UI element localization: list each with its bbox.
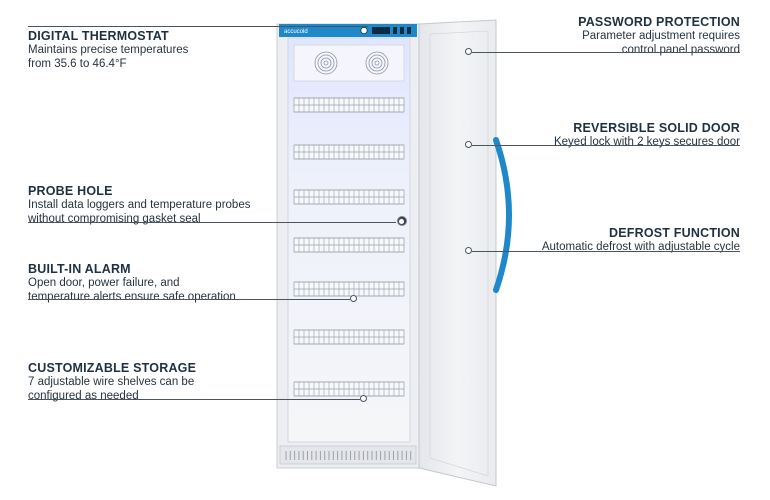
leader-line [472,251,740,252]
wire-shelf [293,281,405,297]
callout-desc-line: from 35.6 to 46.4°F [28,58,127,70]
callout-title: DEFROST FUNCTION [609,226,740,240]
leader-dot [398,218,405,225]
callout-title: DIGITAL THERMOSTAT [28,29,169,43]
callout-desc-line: configured as needed [28,390,139,402]
callout-desc-line: control panel password [621,44,740,56]
callout-title: REVERSIBLE SOLID DOOR [573,121,740,135]
callout-title: CUSTOMIZABLE STORAGE [28,361,197,375]
open-door [418,19,497,487]
callout-desc-line: Open door, power failure, and [28,277,180,289]
wire-shelf [293,237,405,253]
leader-dot [465,48,472,55]
callout-desc-line: Parameter adjustment requires [582,30,740,42]
callout-desc-line: Keyed lock with 2 keys secures door [553,136,740,148]
callout-defrost-function: DEFROST FUNCTION Automatic defrost with … [542,226,740,254]
callout-desc-line: temperature alerts ensure safe operation [28,291,236,303]
brand-logo: accucold [284,29,308,35]
callout-title: PASSWORD PROTECTION [578,15,740,29]
callout-desc-line: Install data loggers and temperature pro… [28,199,251,211]
wire-shelves [293,97,405,397]
callout-desc-line: without compromising gasket seal [28,213,201,225]
callout-password-protection: PASSWORD PROTECTION Parameter adjustment… [578,15,740,57]
thermostat-display-icon [360,26,368,35]
callout-digital-thermostat: DIGITAL THERMOSTAT Maintains precise tem… [28,29,188,71]
wire-shelf [293,381,405,397]
callout-built-in-alarm: BUILT-IN ALARM Open door, power failure,… [28,262,236,304]
fan-left-icon [314,51,338,75]
fan-right-icon [365,51,389,75]
wire-shelf [293,144,405,160]
door-handle [493,137,512,293]
callout-title: BUILT-IN ALARM [28,262,131,276]
callout-customizable-storage: CUSTOMIZABLE STORAGE 7 adjustable wire s… [28,361,196,403]
leader-dot [465,247,472,254]
leader-line [472,145,740,146]
callout-desc-line: 7 adjustable wire shelves can be [28,376,195,388]
wire-shelf [293,329,405,345]
wire-shelf [293,97,405,113]
callout-desc-line: Automatic defrost with adjustable cycle [541,241,740,253]
callout-probe-hole: PROBE HOLE Install data loggers and temp… [28,184,250,226]
base-grille [279,445,417,465]
wire-shelf [293,189,405,205]
leader-line [28,299,350,300]
leader-line [28,26,368,27]
leader-dot [360,395,367,402]
callout-desc-line: Maintains precise temperatures [28,44,189,56]
leader-dot [465,141,472,148]
callout-title: PROBE HOLE [28,184,113,198]
leader-line [472,52,740,53]
leader-dot [350,295,357,302]
leader-line [28,399,360,400]
leader-line [28,222,396,223]
